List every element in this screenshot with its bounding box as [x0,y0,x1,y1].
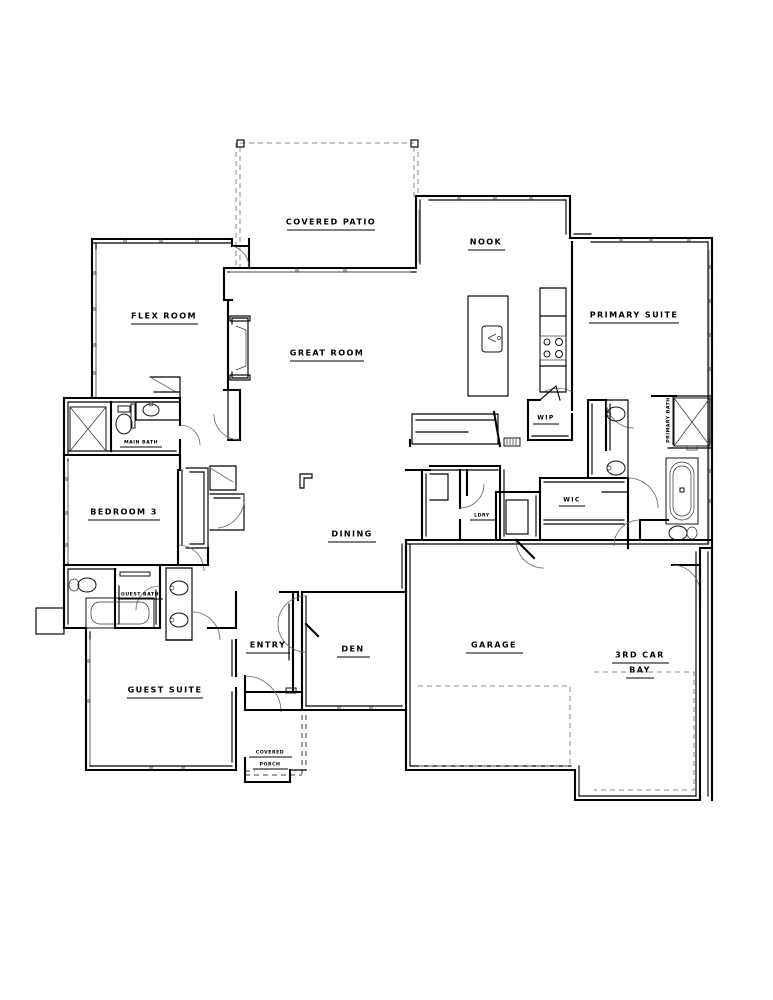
room-label-den: DEN [337,644,370,658]
label-text-garage: GARAGE [471,640,517,650]
label-text-bedroom-3: BEDROOM 3 [90,507,158,517]
room-label-third-car-bay: 3RD CAR BAY [612,650,669,679]
cooktop-burners [539,335,567,361]
covered-patio-outline [235,139,419,268]
label-text-third-car-bay-line1: 3RD CAR [615,650,665,660]
covered-porch-outline [243,715,307,784]
label-text-primary-suite: PRIMARY SUITE [590,310,679,320]
room-label-ldry: LDRY [470,513,495,521]
room-label-wic: WIC [559,497,585,507]
label-text-guest-suite: GUEST SUITE [128,685,203,695]
label-text-wic: WIC [563,497,580,504]
label-text-covered-patio: COVERED PATIO [286,217,376,227]
room-label-covered-patio: COVERED PATIO [286,217,376,231]
guest-bath-tub-fixture [85,597,155,629]
label-text-guest-bath: GUEST BATH [121,592,159,598]
fireplace [229,315,251,381]
guest-bath-toilet-fixture [68,577,97,593]
laundry-appliance [505,499,529,535]
room-label-guest-suite: GUEST SUITE [127,685,203,699]
primary-vanity-double [601,399,629,493]
room-label-entry: ENTRY [246,640,290,654]
kitchen-island [467,295,509,397]
room-label-guest-bath: GUEST BATH [118,592,163,600]
room-label-nook: NOOK [468,237,505,251]
label-text-ldry: LDRY [474,513,490,519]
label-text-entry: ENTRY [250,640,286,650]
room-label-bedroom-3: BEDROOM 3 [88,507,160,521]
wall-structure [35,194,714,802]
room-label-great-room: GREAT ROOM [290,348,364,362]
room-label-primary-suite: PRIMARY SUITE [589,310,679,324]
label-text-wip: WIP [537,415,554,422]
room-label-wip: WIP [533,415,559,425]
dining-column [299,473,313,489]
label-text-dining: DINING [331,529,372,539]
room-labels: COVERED PATIO NOOK FLEX ROOM PRIMARY SUI… [88,217,679,770]
room-label-main-bath: MAIN BATH [120,440,162,448]
main-bath-shower-fixture [69,406,107,452]
label-text-den: DEN [341,644,364,654]
label-text-main-bath: MAIN BATH [124,440,158,446]
label-text-great-room: GREAT ROOM [290,348,364,358]
room-label-primary-bath: PRIMARY BATH [666,395,674,445]
label-text-covered-porch-line2: PORCH [260,762,281,768]
label-text-flex-room: FLEX ROOM [131,311,197,321]
label-text-nook: NOOK [470,237,502,247]
primary-bath-tub-fixture [665,457,699,525]
water-heater-box [35,607,65,635]
great-room-counter [408,410,521,448]
room-label-dining: DINING [328,529,376,543]
garage-car-outlines [418,671,695,791]
room-label-covered-porch: COVERED PORCH [249,750,292,770]
label-text-third-car-bay-line2: BAY [629,665,651,675]
room-label-garage: GARAGE [466,640,523,654]
label-text-covered-porch-line1: COVERED [256,750,284,756]
main-bath-toilet-fixture [115,405,133,435]
guest-vanity-double [165,567,193,641]
label-text-primary-bath: PRIMARY BATH [666,397,672,442]
kitchen-counters [408,287,567,448]
primary-bath-toilet-fixture [668,525,698,541]
room-label-flex-room: FLEX ROOM [131,311,198,325]
